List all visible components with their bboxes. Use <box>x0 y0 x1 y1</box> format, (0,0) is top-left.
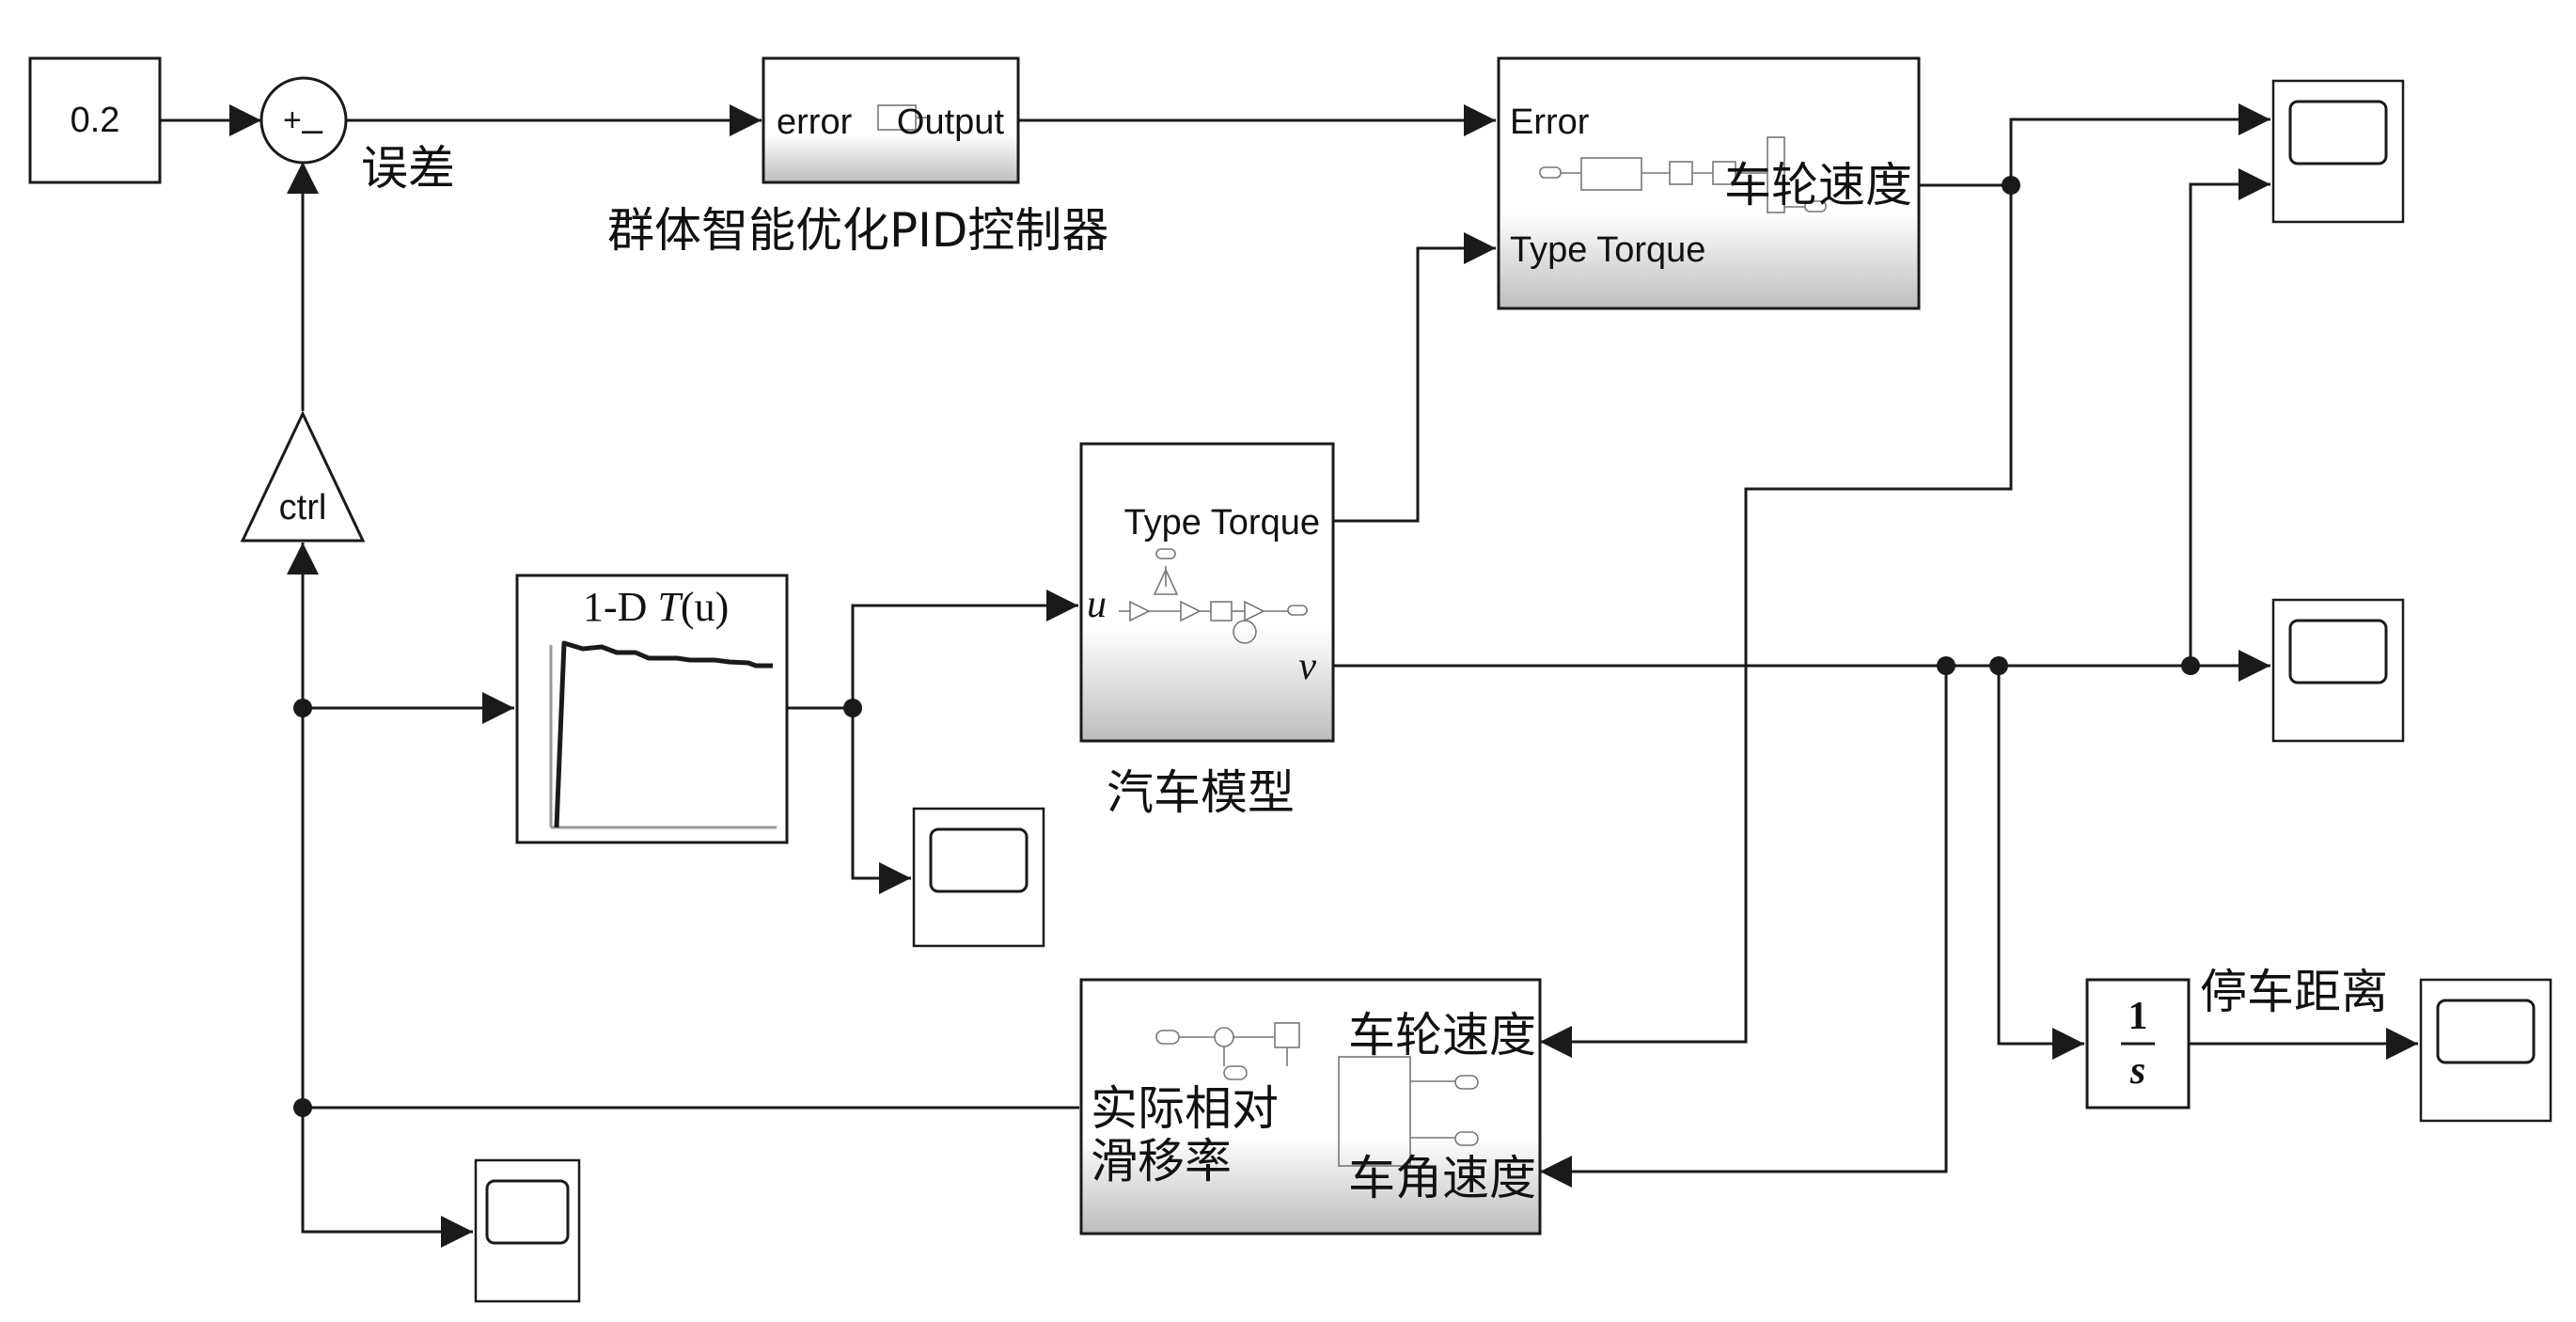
scope-screen <box>2288 100 2388 165</box>
slip-output-label-line2: 滑移率 <box>1091 1134 1232 1188</box>
lookup-title-prefix: 1-D <box>583 584 657 630</box>
lookup-table-block[interactable]: 1-D T(u) <box>515 574 789 844</box>
wheel-sub-output-label: 车轮速度 <box>1724 158 1912 212</box>
scope-screen <box>485 1179 570 1245</box>
integrator-block[interactable]: 1 s <box>2085 978 2191 1110</box>
scope-torque-input[interactable] <box>912 807 1045 948</box>
constant-block[interactable]: 0.2 <box>28 56 162 184</box>
car-model-label: 汽车模型 <box>1107 765 1295 820</box>
integrator-numerator: 1 <box>2128 995 2148 1038</box>
sum-label: 误差 <box>361 141 455 196</box>
slip-input-wheel-speed-label: 车轮速度 <box>1348 1008 1536 1062</box>
branch-dot-ctrl-upper <box>293 699 312 717</box>
pid-subsystem-block[interactable]: error Output <box>762 56 1020 184</box>
car-model-subsystem-block[interactable]: Type Torque u v <box>1079 442 1335 743</box>
sum-minus-sign: – <box>302 109 323 150</box>
lookup-title: 1-D T(u) <box>583 584 729 630</box>
sum-block[interactable]: + – <box>259 76 348 165</box>
gain-label: ctrl <box>279 488 327 527</box>
slip-input-angular-speed-label: 车角速度 <box>1348 1151 1536 1205</box>
scope-stopping-distance[interactable] <box>2419 978 2552 1123</box>
wheel-sub-input-torque-label: Type Torque <box>1510 230 1705 270</box>
wheel-sub-input-error-label: Error <box>1510 102 1590 142</box>
scope-vehicle-speed[interactable] <box>2271 598 2405 743</box>
integrator-label: 停车距离 <box>2200 965 2388 1019</box>
pid-input-port-label: error <box>777 102 853 142</box>
branch-dot-wheel-speed <box>2002 176 2020 195</box>
branch-dot-v-1 <box>1937 656 1956 675</box>
pid-block-label: 群体智能优化PID控制器 <box>607 203 1108 258</box>
integrator-denominator: s <box>2129 1049 2145 1093</box>
sum-plus-sign: + <box>283 102 302 138</box>
lookup-title-arg: (u) <box>681 584 729 630</box>
branch-points <box>293 176 2200 1117</box>
car-model-output-v-label: v <box>1298 645 1316 688</box>
lookup-curve <box>554 640 773 828</box>
branch-dot-lookup-out <box>843 699 862 717</box>
scope-slip-ratio[interactable] <box>474 1158 581 1303</box>
branch-dot-v-2 <box>1989 656 2008 675</box>
wheel-speed-subsystem-block[interactable]: Error Type Torque 车轮速度 <box>1497 56 1921 310</box>
slip-output-label-line1: 实际相对 <box>1091 1081 1279 1136</box>
signal-lines <box>160 103 2418 1248</box>
branch-dot-ctrl-lower <box>293 1098 312 1117</box>
scope-screen <box>929 827 1029 893</box>
ctrl-gain-block[interactable]: ctrl <box>240 410 366 543</box>
constant-value: 0.2 <box>71 101 120 140</box>
car-model-output-torque-label: Type Torque <box>1124 503 1320 543</box>
scope-wheel-speed[interactable] <box>2271 79 2405 224</box>
lookup-title-func: T <box>657 584 683 630</box>
car-model-input-u-label: u <box>1087 583 1107 626</box>
pid-output-port-label: Output <box>897 102 1005 142</box>
slip-ratio-subsystem-block[interactable]: 车轮速度 车角速度 实际相对 滑移率 <box>1079 978 1542 1235</box>
scope-screen <box>2436 999 2536 1064</box>
branch-dot-v-3 <box>2181 656 2200 675</box>
scope-screen <box>2288 619 2388 685</box>
